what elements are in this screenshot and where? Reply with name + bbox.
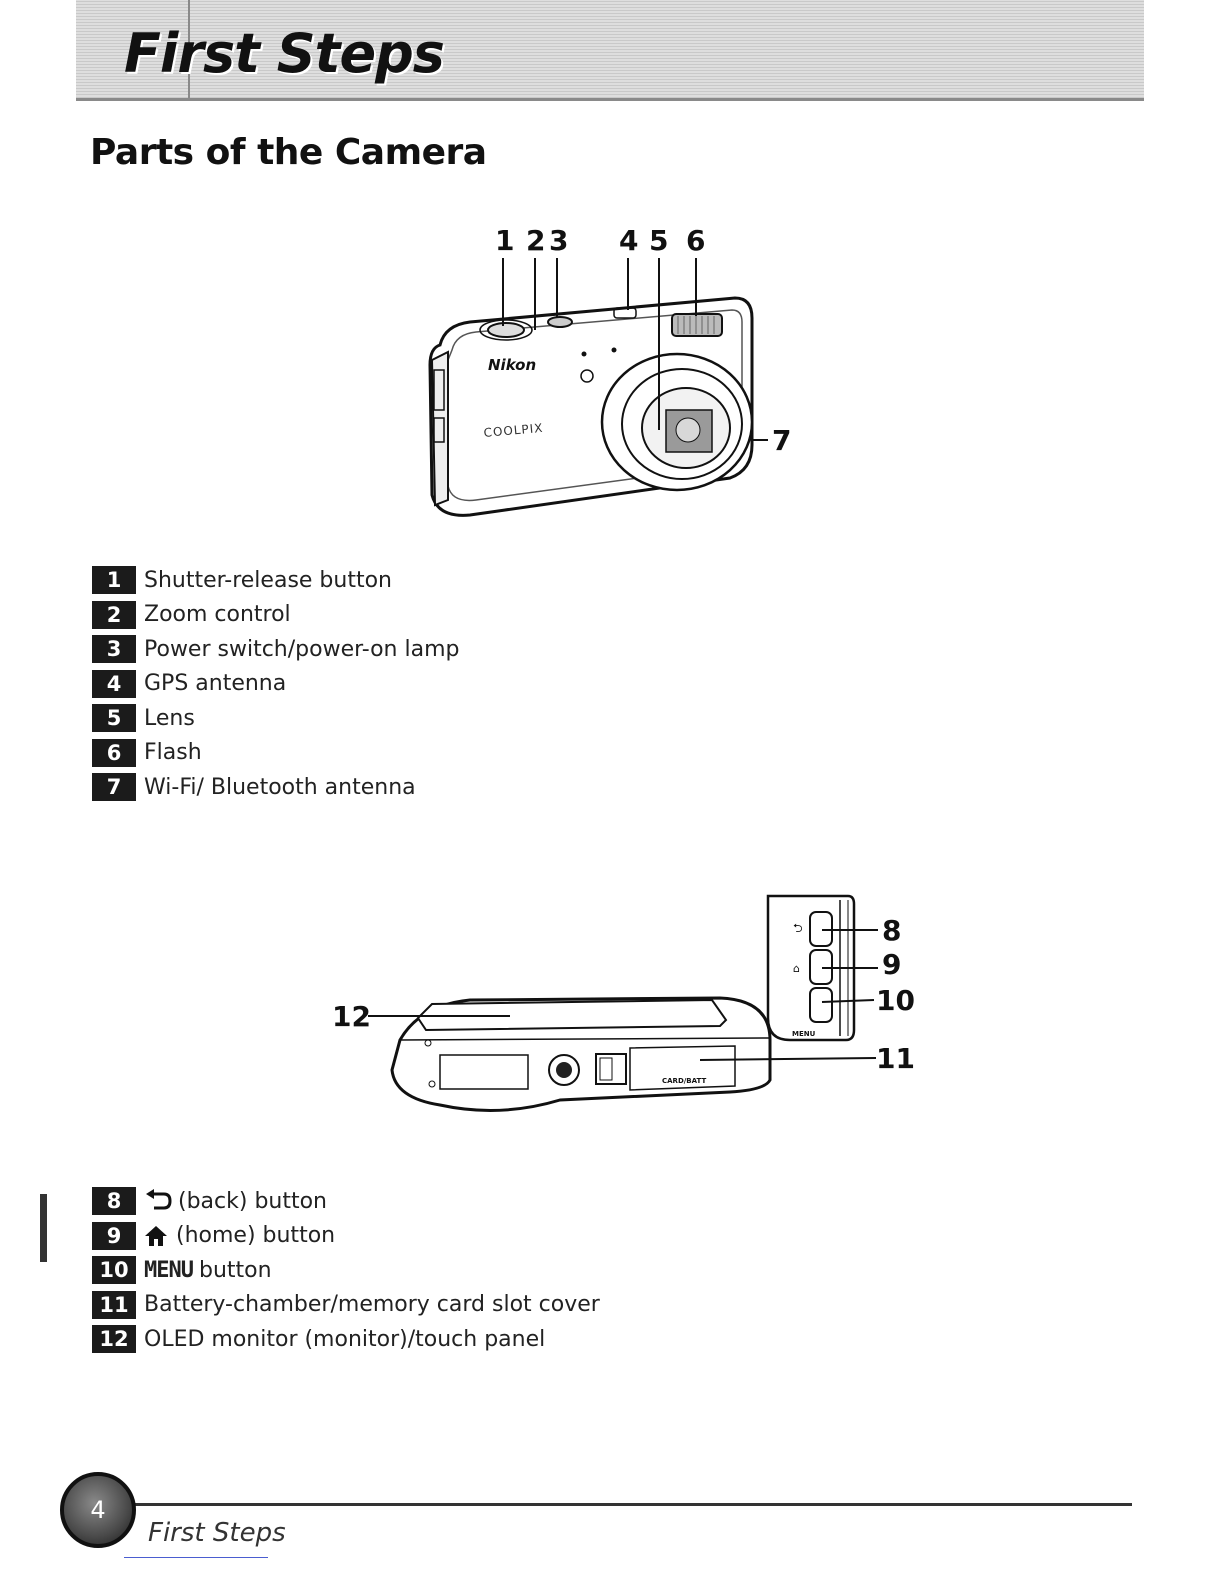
indicator-dot (581, 351, 587, 357)
legend-back-parts: 8 (back) button 9 (home) button 10 MENU … (92, 1184, 600, 1357)
item-description: Battery-chamber/memory card slot cover (144, 1292, 600, 1318)
item-number-badge: 11 (92, 1290, 136, 1319)
item-number-badge: 10 (92, 1256, 136, 1285)
usb-port (433, 417, 445, 443)
item-number-badge: 3 (92, 635, 136, 664)
legend-item: 9 (home) button (92, 1219, 600, 1254)
item-number-badge: 12 (92, 1325, 136, 1354)
back-leader-lines (368, 929, 878, 1061)
item-number-badge: 5 (92, 704, 136, 733)
legend-item: 5 Lens (92, 701, 459, 736)
item-description: Zoom control (144, 602, 291, 628)
item-description: Lens (144, 705, 195, 731)
menu-label: MENU (792, 1030, 816, 1038)
legend-item: 8 (back) button (92, 1184, 600, 1219)
footer-rule (120, 1503, 1132, 1506)
legend-item: 1 Shutter-release button (92, 563, 459, 598)
legend-item: 2 Zoom control (92, 598, 459, 633)
item-description: Flash (144, 740, 202, 766)
front-leader-lines (502, 258, 768, 441)
legend-item: 10 MENU button (92, 1253, 600, 1288)
footer-link-underline (124, 1557, 268, 1558)
tripod-socket-inner (556, 1062, 572, 1078)
callout-12: 12 (332, 1000, 371, 1033)
lens-center (675, 417, 701, 443)
item-number-badge: 6 (92, 738, 136, 767)
item-number-badge: 2 (92, 600, 136, 629)
item-number-badge: 8 (92, 1187, 136, 1216)
callout-5: 5 (649, 224, 668, 257)
callout-2: 2 (526, 224, 545, 257)
camera-brand-label: Nikon (488, 356, 536, 374)
item-number-badge: 1 (92, 566, 136, 595)
item-description: OLED monitor (monitor)/touch panel (144, 1326, 546, 1352)
battery-cover-outline (629, 1045, 736, 1091)
callout-1: 1 (495, 224, 514, 257)
front-callout-numbers: 1 2 3 4 5 6 7 (495, 224, 791, 457)
camera-model-label: COOLPIX (483, 421, 544, 440)
callout-6: 6 (686, 224, 705, 257)
home-symbol: ⌂ (793, 962, 800, 975)
home-icon (145, 1225, 167, 1246)
chapter-title: First Steps (124, 22, 445, 85)
item-description: (back) button (178, 1188, 328, 1214)
monitor-panel (416, 998, 728, 1032)
power-switch (547, 316, 573, 328)
self-timer-lamp (580, 369, 594, 383)
callout-10: 10 (876, 984, 915, 1017)
zoom-control (479, 319, 533, 341)
chapter-banner (76, 0, 1144, 101)
item-description: Wi-Fi/ Bluetooth antenna (144, 774, 416, 800)
callout-3: 3 (549, 224, 568, 257)
item-number-badge: 4 (92, 669, 136, 698)
callout-7: 7 (772, 424, 791, 457)
item-description: Shutter-release button (144, 567, 392, 593)
bottom-plate (439, 1054, 529, 1090)
footer-section-link[interactable]: First Steps (148, 1518, 286, 1548)
battery-latch (595, 1053, 627, 1085)
callout-8: 8 (882, 914, 901, 947)
item-description: GPS antenna (144, 671, 287, 697)
page-number-badge: 4 (60, 1472, 136, 1548)
legend-item: 11 Battery-chamber/memory card slot cove… (92, 1288, 600, 1323)
page-margin-marker (40, 1194, 47, 1262)
hdmi-port (433, 369, 445, 411)
item-description: (home) button (176, 1223, 336, 1249)
flash-stripes (677, 316, 715, 334)
item-description: button (198, 1257, 272, 1283)
indicator-dot (611, 347, 617, 353)
legend-item: 3 Power switch/power-on lamp (92, 632, 459, 667)
lens-barrel-mid (621, 368, 743, 480)
strap-eyelet (424, 1039, 432, 1047)
back-callout-numbers: 8 9 10 11 12 (332, 914, 915, 1075)
callout-11: 11 (876, 1042, 915, 1075)
menu-label: MENU (144, 1257, 194, 1283)
battery-latch-inner (599, 1057, 613, 1081)
callout-4: 4 (619, 224, 638, 257)
strap-eyelet (428, 1080, 436, 1088)
item-description: Power switch/power-on lamp (144, 636, 460, 662)
banner-divider (188, 0, 190, 98)
section-title: Parts of the Camera (90, 132, 487, 173)
monitor-bottom-edge (399, 1037, 771, 1041)
menu-button-key (809, 987, 833, 1023)
back-symbol: ⮌ (793, 921, 803, 935)
legend-item: 6 Flash (92, 736, 459, 771)
legend-item: 4 GPS antenna (92, 667, 459, 702)
item-number-badge: 9 (92, 1221, 136, 1250)
item-number-badge: 7 (92, 773, 136, 802)
back-arrow-icon (146, 1189, 172, 1210)
gps-antenna (613, 307, 637, 319)
card-batt-label: CARD/BATT (662, 1077, 706, 1085)
callout-9: 9 (882, 948, 901, 981)
legend-item: 7 Wi-Fi/ Bluetooth antenna (92, 770, 459, 805)
shutter-release-button (487, 322, 525, 338)
page-number: 4 (90, 1496, 106, 1524)
legend-item: 12 OLED monitor (monitor)/touch panel (92, 1322, 600, 1357)
